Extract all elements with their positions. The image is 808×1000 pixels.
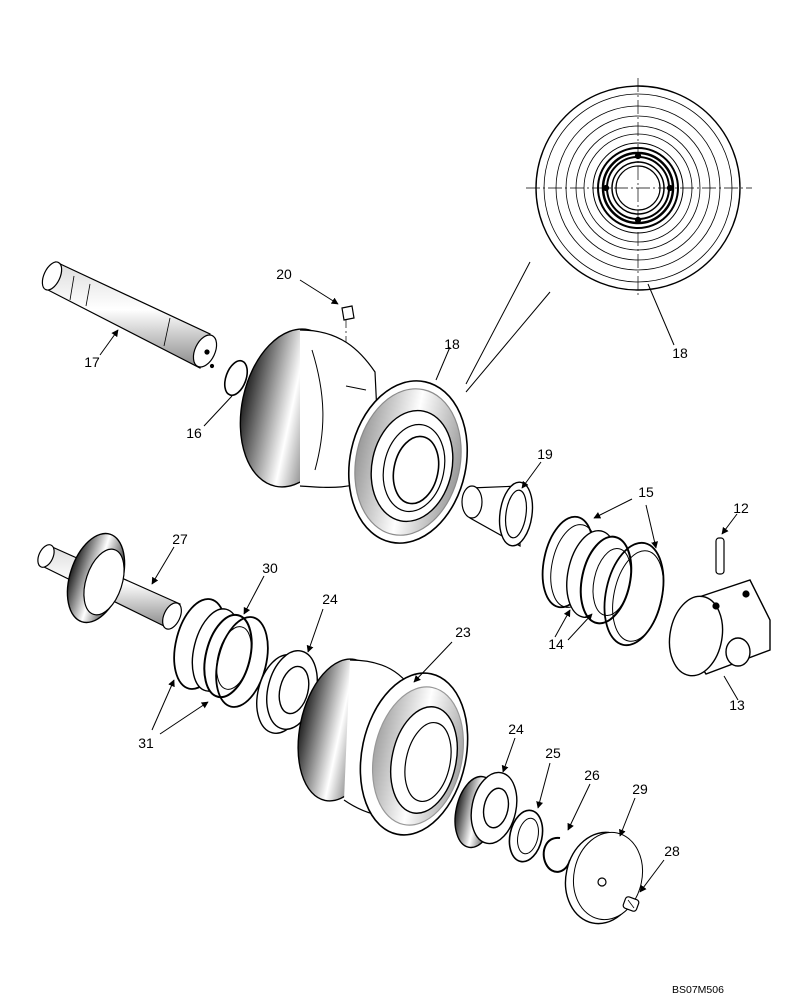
callout-18-body: 18 <box>444 336 460 352</box>
roller-body-18 <box>239 328 469 544</box>
leader-lines <box>99 279 739 893</box>
callout-29: 29 <box>632 781 648 797</box>
bearing-24-right <box>454 771 518 849</box>
pin-12 <box>715 537 725 575</box>
callout-24-left: 24 <box>322 591 338 607</box>
callout-20: 20 <box>276 266 292 282</box>
callout-24-right: 24 <box>508 721 524 737</box>
seal-group-14-15 <box>541 515 665 647</box>
callout-26: 26 <box>584 767 600 783</box>
washer-25 <box>508 809 544 863</box>
plug-20 <box>341 305 355 396</box>
callout-17: 17 <box>84 354 100 370</box>
drawing-reference: BS07M506 <box>672 984 724 996</box>
shaft-27 <box>37 532 182 630</box>
o-ring-16 <box>223 359 249 397</box>
callout-23: 23 <box>455 624 471 640</box>
plug-28 <box>622 896 640 912</box>
snap-ring-26 <box>542 836 571 873</box>
callout-27: 27 <box>172 531 188 547</box>
callout-28: 28 <box>664 843 680 859</box>
callout-13: 13 <box>729 697 745 713</box>
roller-shell-23 <box>297 658 469 836</box>
cap-29 <box>564 831 643 925</box>
bushing-19 <box>461 481 534 548</box>
callout-12: 12 <box>733 500 749 516</box>
callout-25: 25 <box>545 745 561 761</box>
callout-19: 19 <box>537 446 553 462</box>
seal-group-30-31 <box>173 598 269 708</box>
callout-30: 30 <box>262 560 278 576</box>
roller-end-view-18 <box>526 78 752 298</box>
collar-13 <box>668 579 771 677</box>
callout-31: 31 <box>138 735 154 751</box>
callout-18-end: 18 <box>672 345 688 361</box>
callout-labels: 12 13 14 15 16 17 18 18 19 20 23 24 24 2… <box>84 266 749 859</box>
callout-16: 16 <box>186 425 202 441</box>
callout-14: 14 <box>548 636 564 652</box>
shaft-17 <box>41 261 218 369</box>
callout-15: 15 <box>638 484 654 500</box>
